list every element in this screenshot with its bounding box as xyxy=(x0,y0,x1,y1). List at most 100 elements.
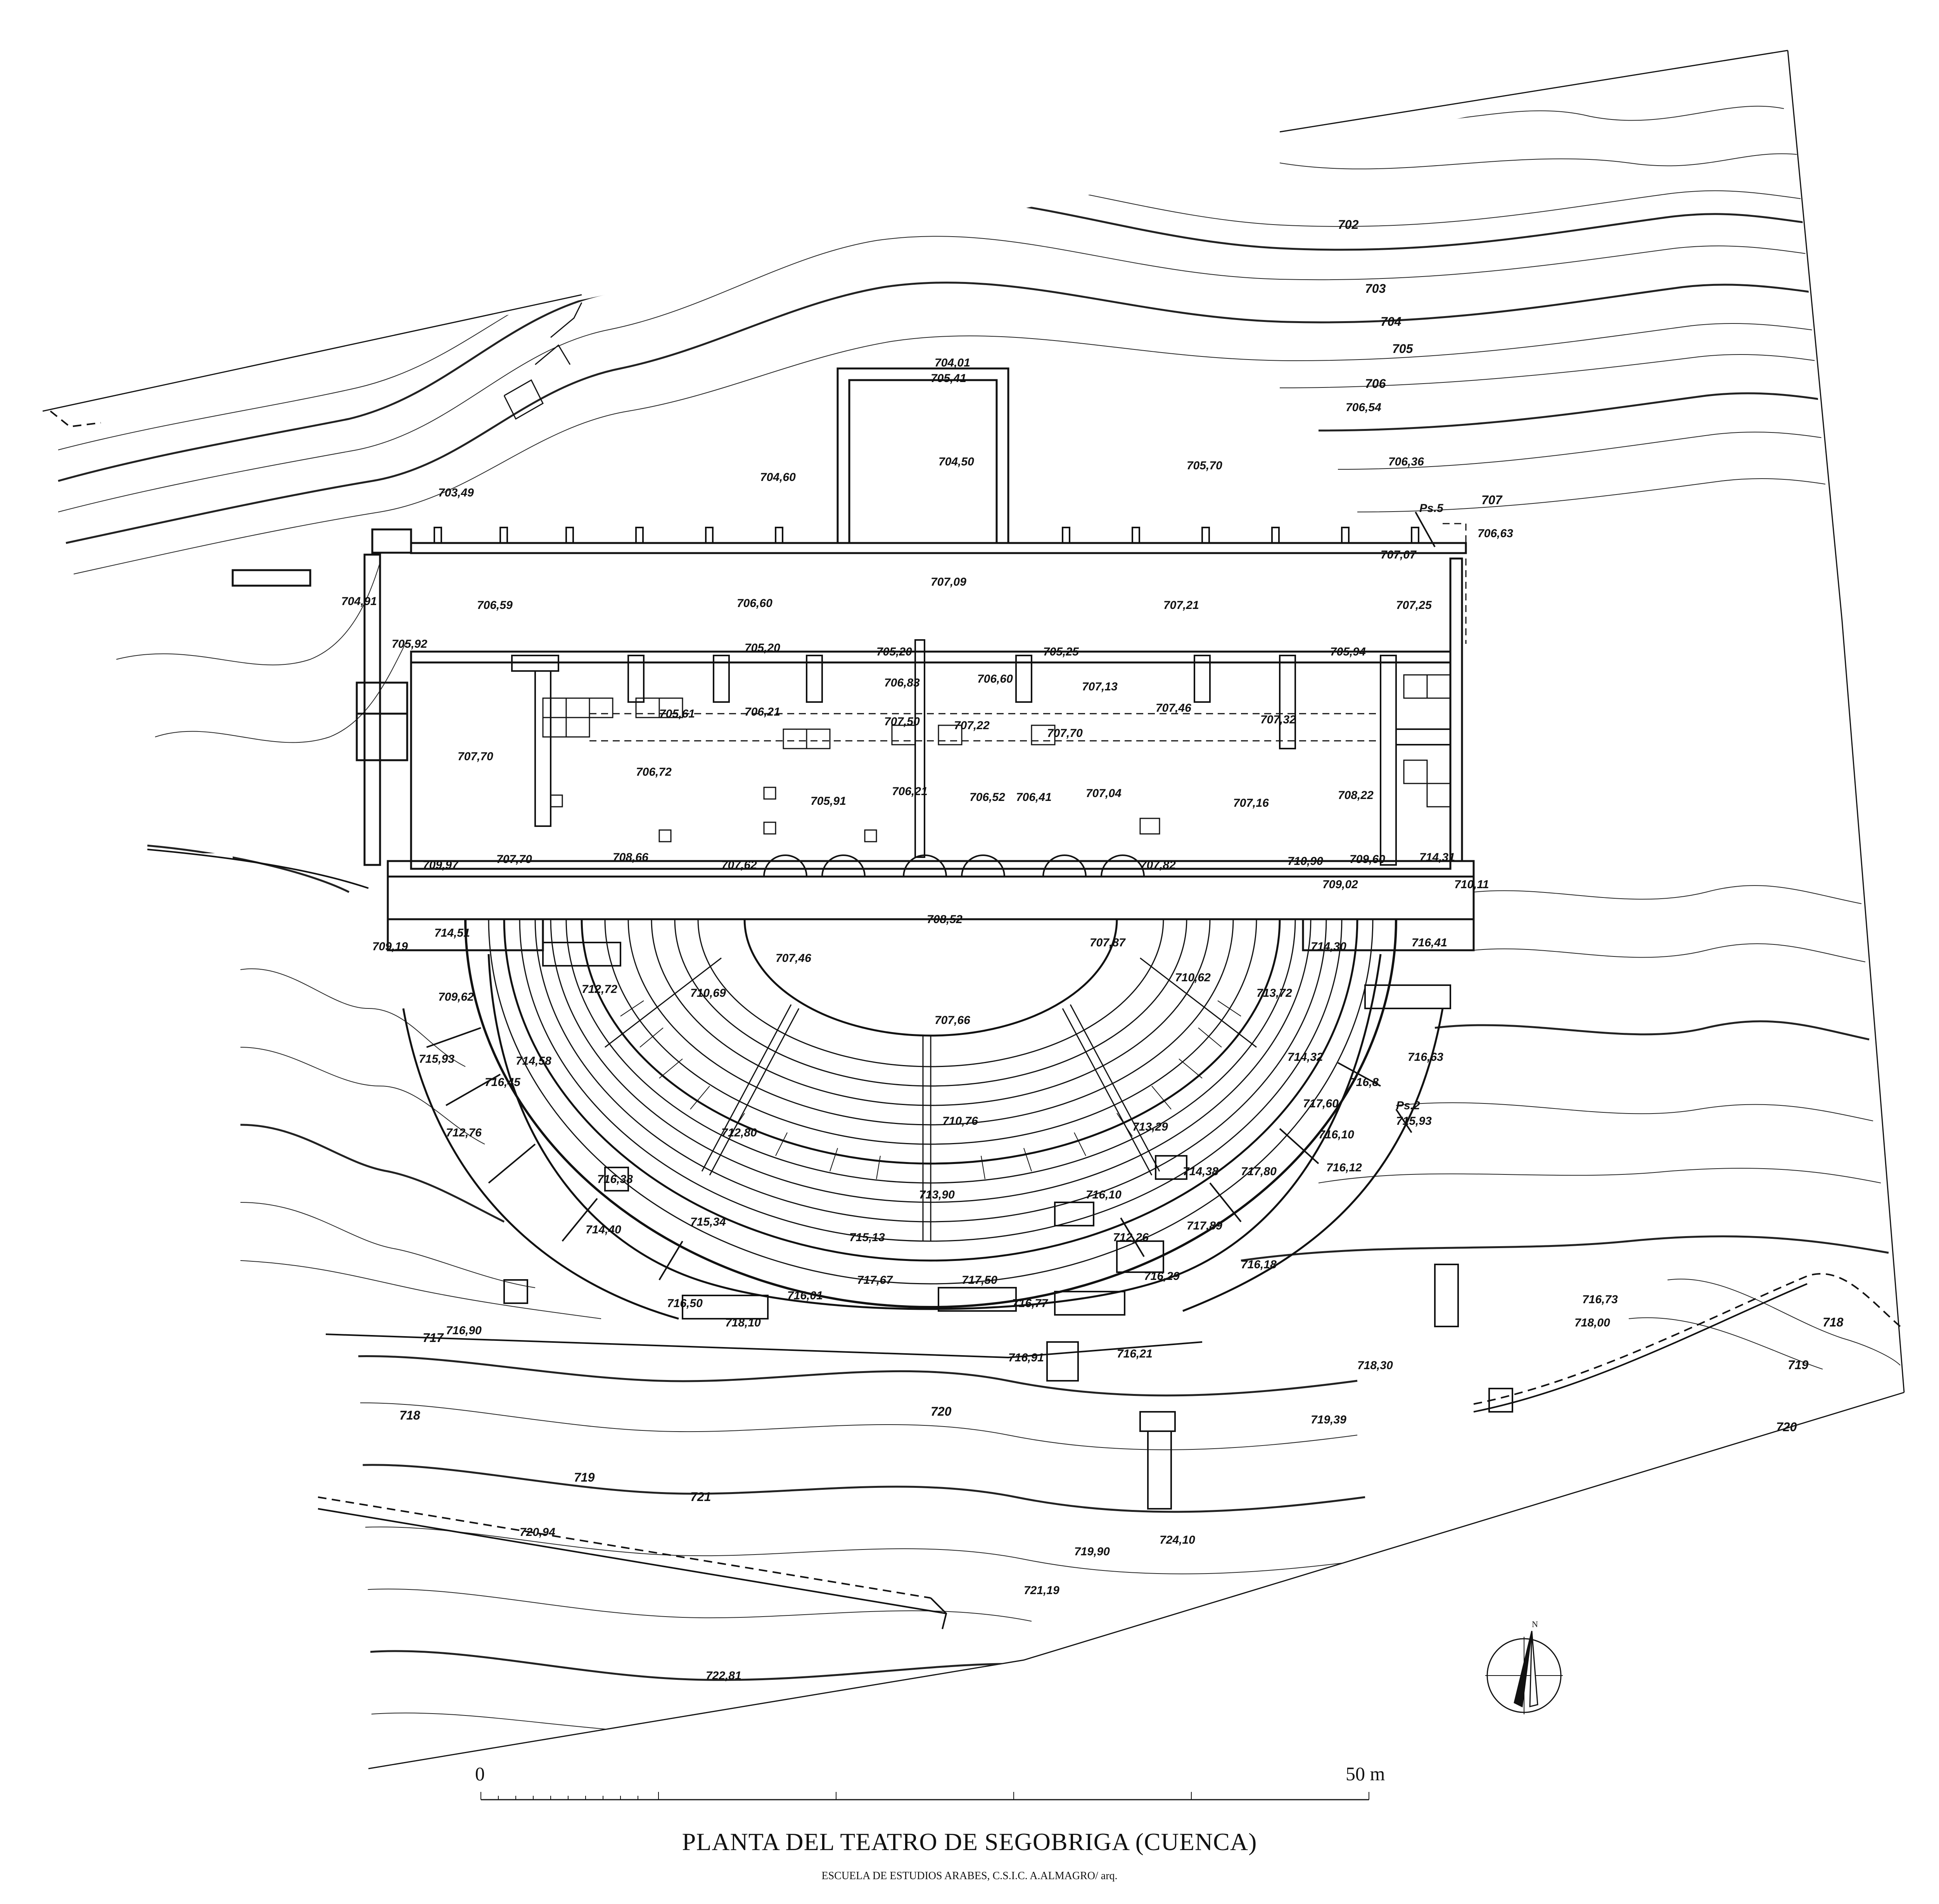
north-gate-inner xyxy=(848,379,998,544)
elevation-label: 707,16 xyxy=(1233,797,1269,809)
elevation-label: 706,63 xyxy=(1478,527,1513,540)
elevation-label: 707,22 xyxy=(954,719,990,732)
elevation-label: 705,94 xyxy=(1330,645,1366,658)
elevation-label: 706,60 xyxy=(737,597,772,610)
contour-label: 705 xyxy=(1392,342,1414,356)
elevation-label: 716,41 xyxy=(1412,936,1447,949)
elevation-label: 716,73 xyxy=(1582,1293,1618,1306)
elevation-label: 705,92 xyxy=(392,638,427,650)
elevation-label: 705,25 xyxy=(1043,645,1079,658)
east-parodos xyxy=(1302,918,1475,951)
elevation-label: 709,97 xyxy=(423,859,459,872)
elevation-label: 720,94 xyxy=(520,1526,555,1539)
elevation-label: 707,70 xyxy=(1047,727,1083,740)
contour-line xyxy=(1357,478,1854,512)
contour-label: 702 xyxy=(1338,218,1359,232)
elevation-label: 716,18 xyxy=(1241,1258,1277,1271)
contour-line xyxy=(1396,1102,1873,1121)
cavea-seating xyxy=(387,918,1513,1510)
elevation-label: 712,72 xyxy=(582,983,617,996)
elevation-label: 713,90 xyxy=(919,1188,955,1201)
elevation-label: 709,60 xyxy=(1350,853,1385,866)
elevation-label: 716,10 xyxy=(1319,1128,1354,1141)
elevation-label: 707,87 xyxy=(1090,936,1126,949)
scaena-partitions xyxy=(511,639,1451,866)
contour-line xyxy=(349,1526,1373,1574)
scaena-stone-blocks xyxy=(542,674,1451,808)
elevation-label: 716,50 xyxy=(667,1297,703,1310)
elevation-label: 706,54 xyxy=(1346,401,1381,414)
outer-ring-wall xyxy=(1182,1008,1444,1312)
elevation-label: 712,76 xyxy=(446,1126,482,1139)
contour-line xyxy=(1434,1020,1870,1041)
elevation-label: 715,93 xyxy=(1396,1115,1432,1128)
elevation-label: 707,46 xyxy=(776,952,811,965)
section-labels: Ps.5 Ps.2 xyxy=(1396,502,1444,1112)
elevation-label: 714,58 xyxy=(516,1055,551,1067)
elevation-label: 707,21 xyxy=(1163,599,1199,612)
north-arrow-needle xyxy=(1514,1631,1533,1708)
west-tribunal-blocks xyxy=(542,942,621,967)
elevation-label: 716,29 xyxy=(1144,1270,1180,1283)
road-line xyxy=(1473,1273,1901,1405)
elevation-label: 716,01 xyxy=(787,1289,823,1302)
elevation-label: 718,00 xyxy=(1574,1316,1610,1329)
elevation-label: 714,51 xyxy=(434,927,470,939)
elevation-label: 705,20 xyxy=(876,645,912,658)
elevation-label: 716,90 xyxy=(446,1324,482,1337)
contour-line xyxy=(1318,1167,1881,1183)
elevation-label: 717,67 xyxy=(857,1274,893,1287)
contour-label: 720 xyxy=(931,1404,952,1418)
elevation-label: 717,60 xyxy=(1303,1097,1339,1110)
elevation-label: 716,10 xyxy=(1086,1188,1122,1201)
contour-line xyxy=(240,968,466,1067)
contour-line xyxy=(73,323,1839,574)
road-line xyxy=(318,1508,947,1614)
elevation-label: 714,32 xyxy=(1287,1051,1323,1064)
elevation-label: 710,90 xyxy=(1287,855,1323,868)
elevation-label: 707,70 xyxy=(496,853,532,866)
scale-end-label: 50 m xyxy=(1346,1763,1385,1785)
elevation-label: 724,10 xyxy=(1160,1534,1195,1546)
elevation-label: 707,09 xyxy=(931,576,966,588)
elevation-label: 716,77 xyxy=(1012,1297,1048,1310)
road-line xyxy=(930,1597,947,1629)
orchestra xyxy=(743,919,1118,1037)
elevation-label: 710,69 xyxy=(690,987,726,1000)
road-line xyxy=(325,1333,1203,1359)
vaulted-passages xyxy=(426,1027,1381,1281)
pulpitum-stage xyxy=(387,875,1475,920)
contour-line xyxy=(329,1355,1358,1397)
contour-label: 718 xyxy=(399,1408,420,1422)
elevation-label: 709,02 xyxy=(1322,878,1358,891)
contour-line xyxy=(1338,431,1850,470)
elevation-label: 707,70 xyxy=(458,750,493,763)
cavea-stairways xyxy=(605,957,1257,1241)
elevation-label: 717,80 xyxy=(1241,1165,1277,1178)
elevation-label: 717,50 xyxy=(962,1274,997,1287)
north-wall-buttresses xyxy=(434,527,1419,544)
contour-line xyxy=(66,282,1831,544)
elevation-label: 705,20 xyxy=(745,642,780,654)
elevation-label: 704,50 xyxy=(938,455,974,468)
elevation-label: 707,04 xyxy=(1086,787,1122,800)
elevation-label: 715,93 xyxy=(419,1053,455,1065)
elevation-label: 721,19 xyxy=(1024,1584,1059,1597)
road-lines xyxy=(50,410,1901,1629)
elevation-label: 707,25 xyxy=(1396,599,1432,612)
southern-structures xyxy=(503,1155,1513,1510)
contour-label: 717 xyxy=(423,1331,444,1345)
north-arrow: N xyxy=(1485,1619,1563,1714)
elevation-label: 718,10 xyxy=(725,1316,761,1329)
contour-label: 718 xyxy=(1823,1315,1844,1329)
contour-line xyxy=(155,640,408,743)
contour-line xyxy=(1473,943,1866,962)
contour-line xyxy=(1473,885,1862,904)
elevation-label: 714,30 xyxy=(1311,940,1346,953)
elevation-label: 714,40 xyxy=(586,1223,621,1236)
west-cistern-inner xyxy=(356,712,408,761)
elevation-label: 705,91 xyxy=(811,795,846,808)
elevation-label: 716,21 xyxy=(1117,1347,1153,1360)
northwest-ruins xyxy=(503,302,582,420)
